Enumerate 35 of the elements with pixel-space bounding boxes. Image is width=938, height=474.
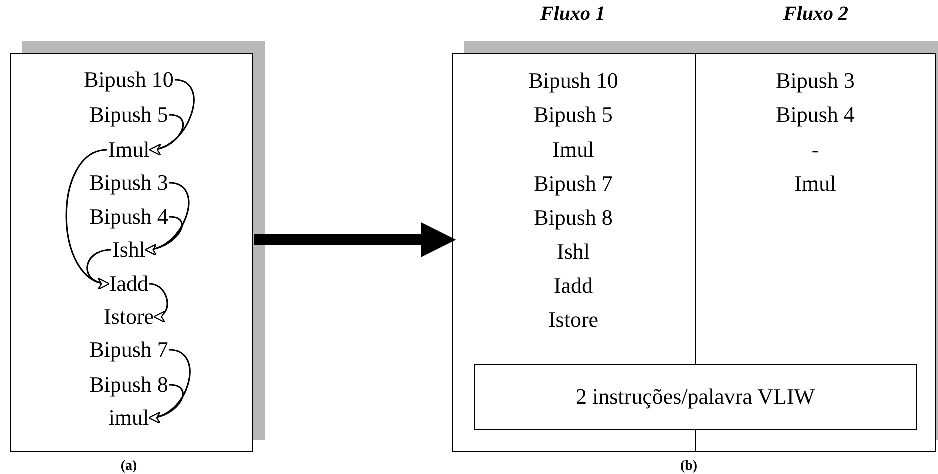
column-heading: Fluxo 1 xyxy=(540,3,606,26)
instruction-text: Imul xyxy=(108,137,150,163)
instruction-word-box xyxy=(474,364,917,430)
instruction-text: Bipush 10 xyxy=(528,68,618,94)
instruction-text: - xyxy=(812,137,820,163)
curved-arrow xyxy=(149,114,184,156)
instruction-text: Istore xyxy=(548,307,599,333)
column-heading: Fluxo 2 xyxy=(783,3,849,26)
instruction-text: Bipush 3 xyxy=(776,68,855,94)
panel-caption: (b) xyxy=(680,459,698,474)
instruction-text: Bipush 7 xyxy=(90,337,168,363)
panel-caption: (a) xyxy=(120,459,138,474)
block-arrow xyxy=(254,222,456,258)
instruction-text: Iadd xyxy=(554,273,594,299)
instruction-text: Ishl xyxy=(112,237,146,263)
instruction-text: Bipush 4 xyxy=(776,102,855,128)
instruction-text: Bipush 3 xyxy=(90,170,168,196)
instruction-text: Iadd xyxy=(109,271,149,297)
curved-arrow xyxy=(149,283,168,322)
instruction-word-text: 2 instruções/palavra VLIW xyxy=(576,384,816,410)
instruction-text: Bipush 4 xyxy=(90,204,168,230)
instruction-text: Bipush 5 xyxy=(90,102,168,128)
instruction-text: Imul xyxy=(552,137,594,163)
instruction-text: Bipush 5 xyxy=(534,102,613,128)
curved-arrow xyxy=(144,216,183,256)
instruction-text: Imul xyxy=(794,171,836,197)
instruction-text: Bipush 8 xyxy=(534,205,613,231)
instruction-text: Bipush 10 xyxy=(84,67,174,93)
instruction-text: Bipush 7 xyxy=(534,171,613,197)
curved-arrow xyxy=(148,384,184,424)
instruction-text: imul xyxy=(108,405,150,431)
instruction-text: Bipush 8 xyxy=(90,372,168,398)
instruction-text: Istore xyxy=(104,304,154,330)
curved-arrow xyxy=(86,249,112,290)
instruction-text: Ishl xyxy=(557,239,590,265)
